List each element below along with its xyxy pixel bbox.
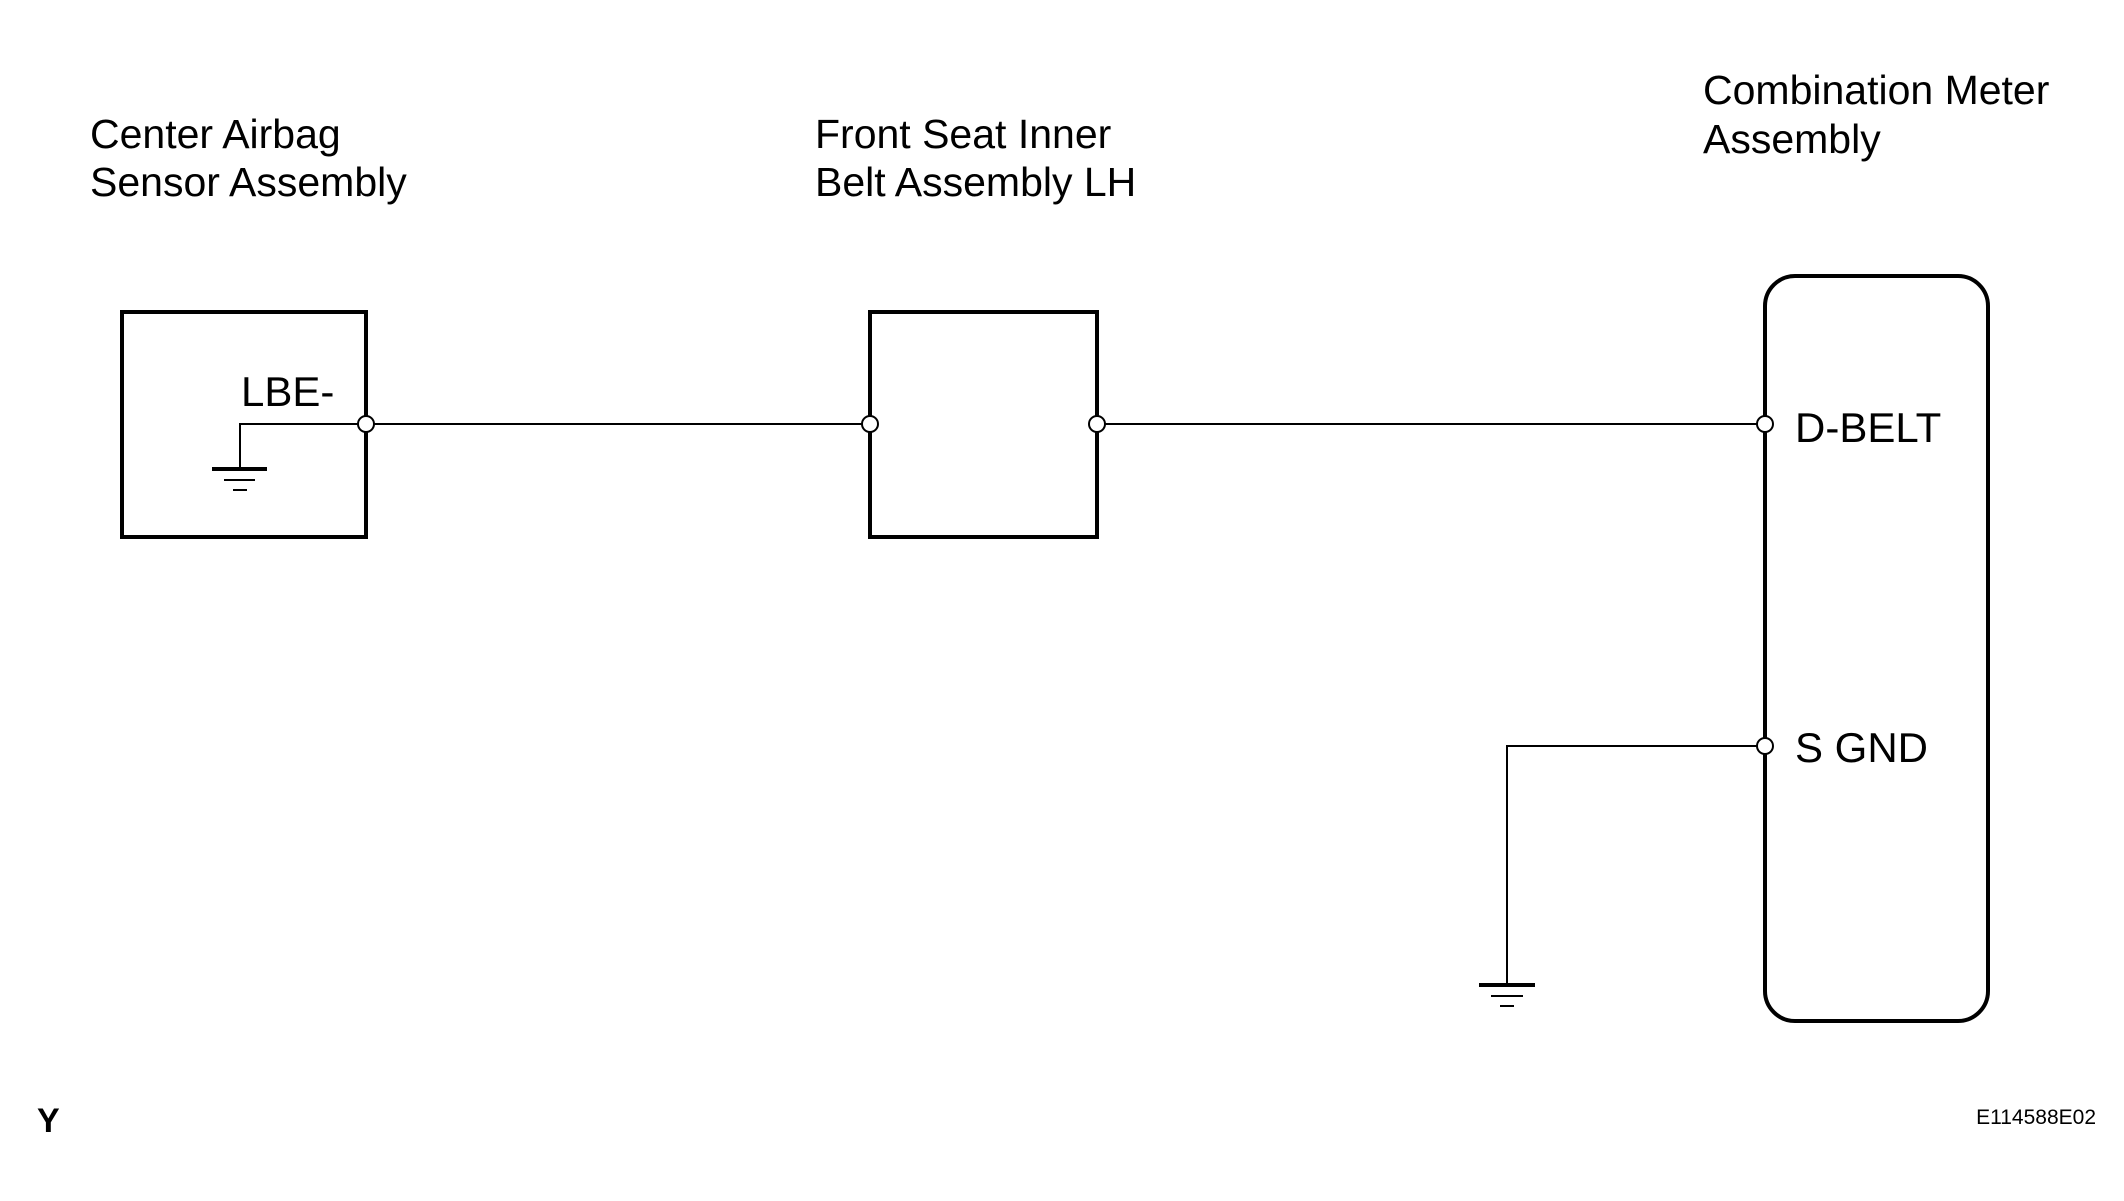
combination-meter-title-line2: Assembly xyxy=(1703,116,1881,162)
connector-node-belt-out xyxy=(1088,415,1106,433)
center-airbag-sensor-title-line1: Center Airbag xyxy=(90,111,341,157)
figure-code: E114588E02 xyxy=(1976,1106,2096,1129)
front-seat-belt-box xyxy=(868,310,1099,539)
connector-node-lbe xyxy=(357,415,375,433)
front-seat-belt-title-line2: Belt Assembly LH xyxy=(815,159,1136,205)
pin-label-d-belt: D-BELT xyxy=(1795,404,1941,451)
center-airbag-sensor-title-line2: Sensor Assembly xyxy=(90,159,407,205)
front-seat-belt-title-line1: Front Seat Inner xyxy=(815,111,1111,157)
combination-meter-box xyxy=(1763,274,1990,1023)
connector-node-d-belt xyxy=(1756,415,1774,433)
connector-node-s-gnd xyxy=(1756,737,1774,755)
connector-node-belt-in xyxy=(861,415,879,433)
ground-symbol-airbag-sensor xyxy=(212,423,365,491)
pin-label-lbe: LBE- xyxy=(241,368,334,415)
pin-label-s-gnd: S GND xyxy=(1795,724,1928,771)
corner-label: Y xyxy=(37,1102,60,1140)
ground-symbol-s-gnd xyxy=(1479,745,1765,1007)
combination-meter-title-line1: Combination Meter xyxy=(1703,67,2049,113)
